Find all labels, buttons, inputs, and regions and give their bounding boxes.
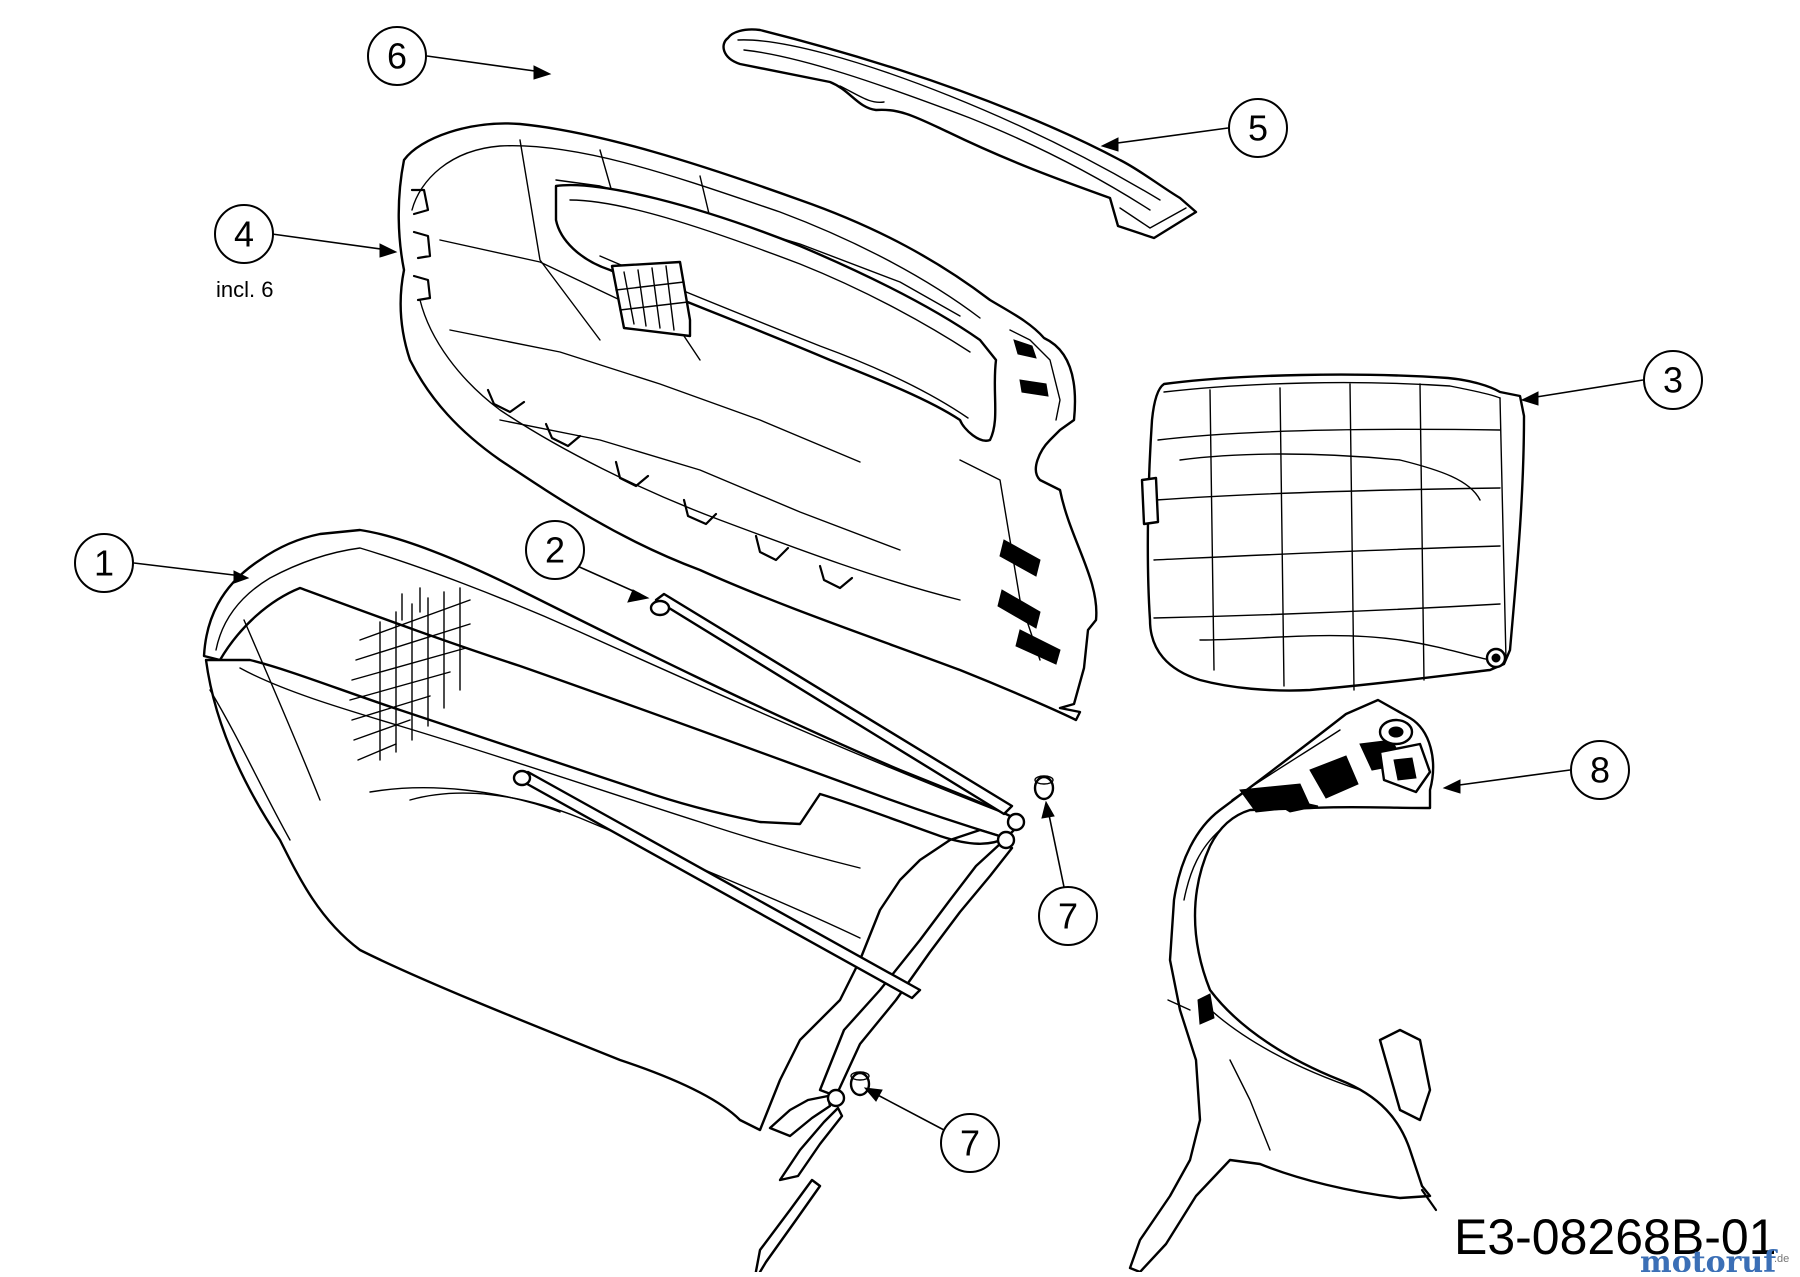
part-1-bag-frame [202, 528, 1026, 1277]
callout-5: 5 [1100, 98, 1288, 158]
callout-7-top: 7 [1038, 800, 1098, 946]
mesh-pattern [349, 587, 471, 761]
callout-8: 8 [1442, 740, 1630, 800]
callout-2: 2 [525, 520, 650, 603]
callout-4-note: incl. 6 [216, 277, 273, 302]
part-5-handle [722, 28, 1198, 240]
part-4-upper-cover [397, 122, 1098, 722]
callout-1-label: 1 [94, 543, 114, 584]
callout-8-label: 8 [1590, 750, 1610, 791]
callout-5-label: 5 [1248, 108, 1268, 149]
callout-3-label: 3 [1663, 360, 1683, 401]
callout-4-label: 4 [234, 214, 254, 255]
callout-2-label: 2 [545, 530, 565, 571]
callout-7-bottom: 7 [863, 1087, 1000, 1173]
callout-6: 6 [367, 26, 552, 86]
callout-4: 4 incl. 6 [214, 204, 398, 302]
watermark-brand: motoruf [1640, 1245, 1778, 1272]
callout-6-label: 6 [387, 36, 407, 77]
callout-7-top-label: 7 [1058, 896, 1078, 937]
watermark-logo: motoruf .de [1640, 1245, 1789, 1277]
callout-7-bottom-label: 7 [960, 1123, 980, 1164]
drawing-code: E3-08268B-01 [1454, 1209, 1776, 1265]
callout-1: 1 [74, 533, 250, 593]
part-7-spacer-top [1033, 775, 1055, 801]
callout-3: 3 [1520, 350, 1703, 410]
part-3-rear-cover [1140, 373, 1526, 692]
part-8-chute [1128, 698, 1438, 1274]
watermark-suffix: .de [1774, 1253, 1789, 1265]
part-7-spacer-bottom [849, 1071, 871, 1097]
part-2-rod [512, 592, 1014, 1000]
